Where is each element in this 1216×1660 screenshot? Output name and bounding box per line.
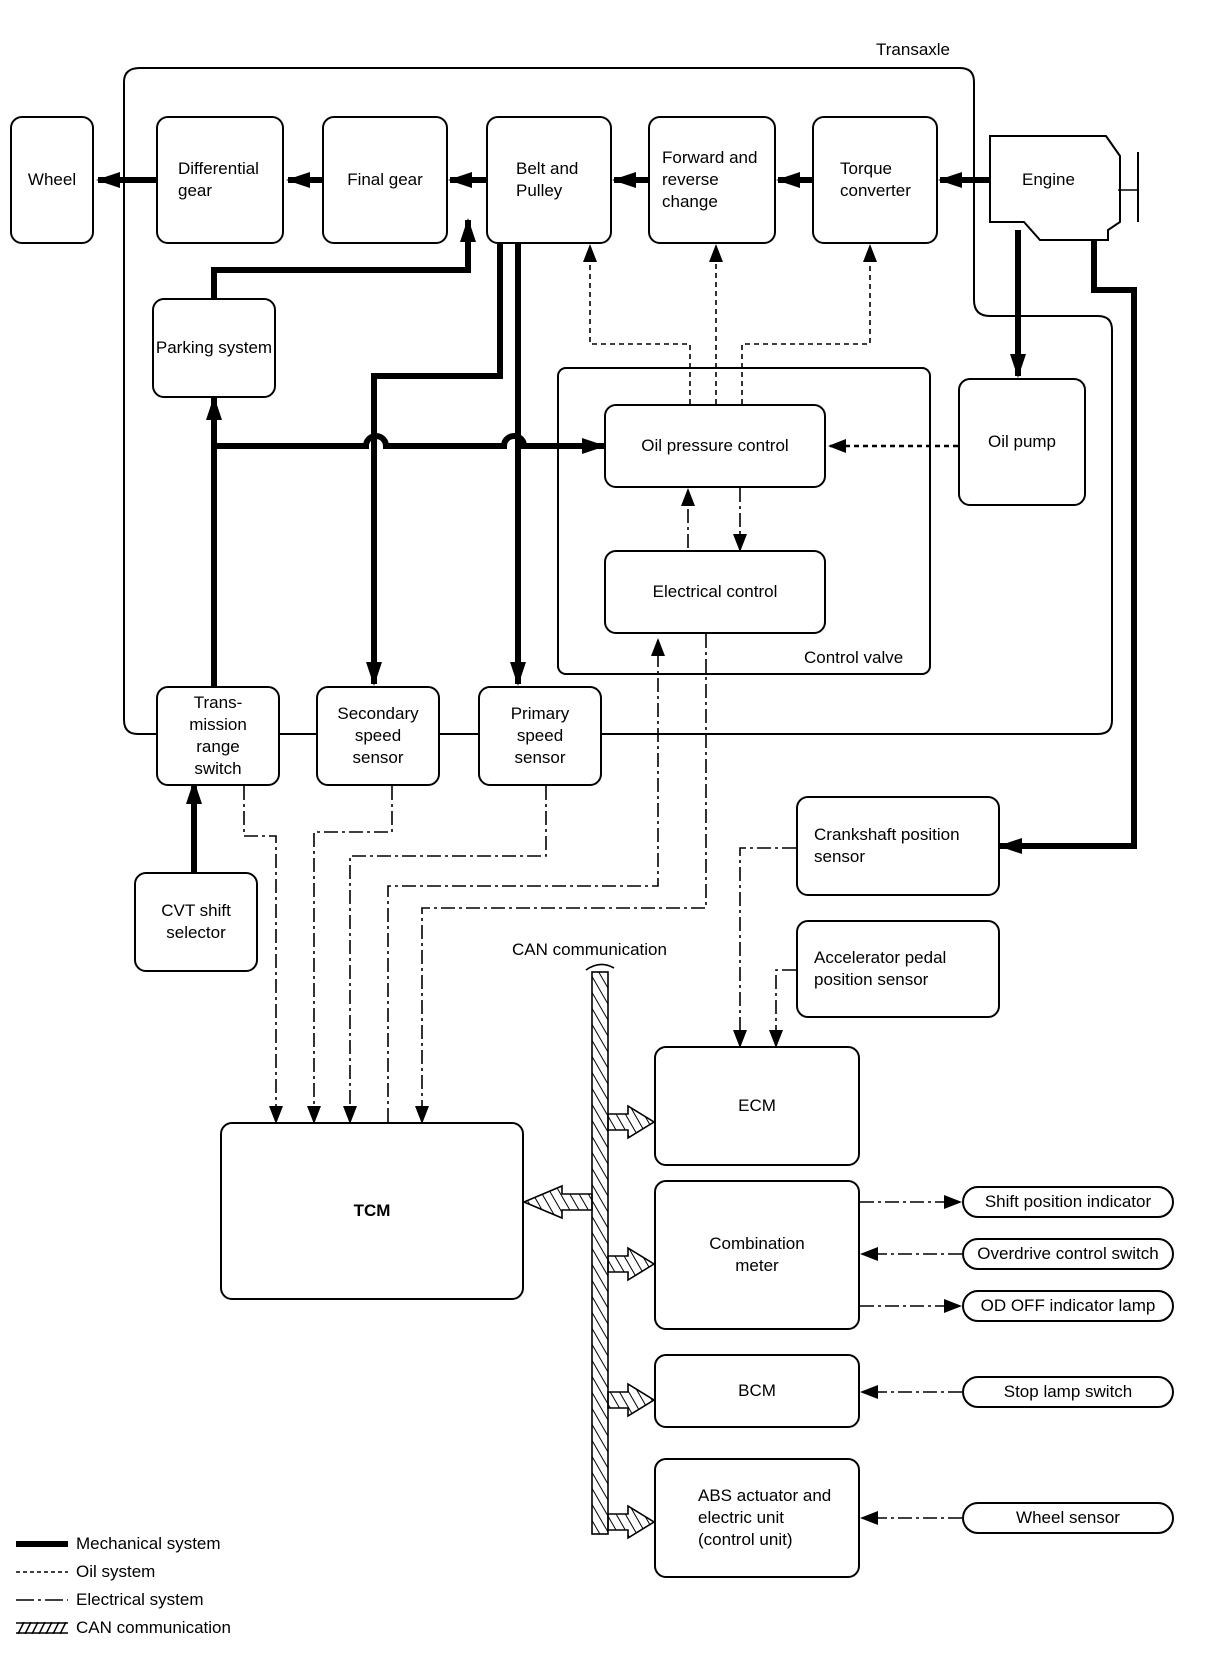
- electrical-control-block: Electrical control: [604, 550, 826, 634]
- can-arrow-ecm: [607, 1104, 656, 1140]
- overdrive-control-switch: Overdrive control switch: [962, 1238, 1174, 1270]
- control-valve-label: Control valve: [804, 648, 904, 667]
- accelerator-pedal-sensor-block: Accelerator pedal position sensor: [796, 920, 1000, 1018]
- legend-item-electrical: Electrical system: [16, 1590, 204, 1610]
- bcm-block: BCM: [654, 1354, 860, 1428]
- secondary-speed-sensor-block: Secondary speed sensor: [316, 686, 440, 786]
- differential-gear-block: Differential gear: [156, 116, 284, 244]
- primary-speed-sensor-block: Primary speed sensor: [478, 686, 602, 786]
- legend-label: Mechanical system: [76, 1534, 221, 1553]
- control-valve-boundary: [557, 367, 931, 675]
- legend-swatch-can: [16, 1622, 68, 1634]
- can-bus: [521, 963, 656, 1540]
- legend-swatch-oil: [16, 1571, 68, 1573]
- engine-shape: [989, 135, 1121, 241]
- mechanical-lines: [96, 172, 1137, 872]
- can-arrow-meter: [607, 1246, 656, 1282]
- legend-item-can: CAN communication: [16, 1618, 231, 1638]
- legend-swatch-mechanical: [16, 1541, 68, 1547]
- can-arrow-bcm: [607, 1382, 656, 1418]
- can-communication-label: CAN communication: [512, 940, 667, 959]
- engine-label: Engine: [1022, 170, 1075, 189]
- parking-system-block: Parking system: [152, 298, 276, 398]
- od-off-indicator-lamp: OD OFF indicator lamp: [962, 1290, 1174, 1322]
- can-arrow-tcm: [521, 1184, 593, 1220]
- torque-converter-block: Torque converter: [812, 116, 938, 244]
- can-arrow-abs: [607, 1504, 656, 1540]
- legend-label: Oil system: [76, 1562, 156, 1581]
- legend-item-oil: Oil system: [16, 1562, 155, 1582]
- legend-item-mechanical: Mechanical system: [16, 1534, 221, 1554]
- cvt-shift-selector-block: CVT shift selector: [134, 872, 258, 972]
- legend-swatch-electrical: [16, 1599, 68, 1601]
- belt-pulley-block: Belt and Pulley: [486, 116, 612, 244]
- tcm-block: TCM: [220, 1122, 524, 1300]
- combination-meter-block: Combination meter: [654, 1180, 860, 1330]
- forward-reverse-block: Forward and reverse change: [648, 116, 776, 244]
- electrical-lines: [243, 488, 962, 1525]
- crankshaft-position-sensor-block: Crankshaft position sensor: [796, 796, 1000, 896]
- abs-actuator-block: ABS actuator and electric unit (control …: [654, 1458, 860, 1578]
- oil-lines: [583, 244, 958, 453]
- oil-pressure-control-block: Oil pressure control: [604, 404, 826, 488]
- wheel-block: Wheel: [10, 116, 94, 244]
- transaxle-label: Transaxle: [876, 40, 951, 59]
- final-gear-block: Final gear: [322, 116, 448, 244]
- oil-pump-block: Oil pump: [958, 378, 1086, 506]
- wheel-sensor: Wheel sensor: [962, 1502, 1174, 1534]
- legend-label: CAN communication: [76, 1618, 231, 1637]
- shift-position-indicator: Shift position indicator: [962, 1186, 1174, 1218]
- ecm-block: ECM: [654, 1046, 860, 1166]
- transaxle-boundary: [123, 67, 1113, 735]
- stop-lamp-switch: Stop lamp switch: [962, 1376, 1174, 1408]
- legend-label: Electrical system: [76, 1590, 204, 1609]
- transmission-range-switch-block: Trans-mission range switch: [156, 686, 280, 786]
